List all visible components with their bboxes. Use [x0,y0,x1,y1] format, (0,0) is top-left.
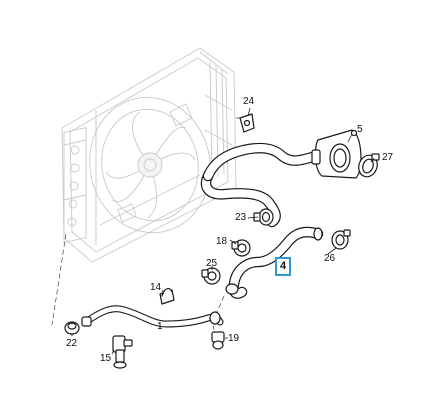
radiator-fan-assembly [61,47,237,263]
callout-1[interactable]: 1 [157,321,163,332]
cap-22 [64,321,80,335]
clamp-25 [201,267,221,285]
connector-19 [211,331,225,350]
callout-27[interactable]: 27 [382,152,394,163]
thermostat-housing [311,129,362,179]
clamp-26 [331,229,351,250]
clamp-27 [358,153,380,178]
callout-5[interactable]: 5 [357,124,363,135]
valve-15 [112,335,133,369]
callout-26[interactable]: 26 [324,253,336,264]
bleed-hose [81,305,224,328]
callout-4-highlighted[interactable]: 4 [275,257,291,276]
callout-19[interactable]: 19 [228,333,240,344]
clamp-18 [231,239,251,257]
callout-14[interactable]: 14 [150,282,162,293]
callout-22[interactable]: 22 [66,338,78,349]
callout-24[interactable]: 24 [243,96,255,107]
upper-coolant-hose [200,142,322,228]
callout-18[interactable]: 18 [216,236,228,247]
callout-25[interactable]: 25 [206,258,218,269]
bracket-24 [239,113,255,133]
clamp-23 [253,208,274,226]
callout-23[interactable]: 23 [235,212,247,223]
callout-15[interactable]: 15 [100,353,112,364]
leader-lines [71,107,375,355]
lower-coolant-hose [225,226,324,299]
